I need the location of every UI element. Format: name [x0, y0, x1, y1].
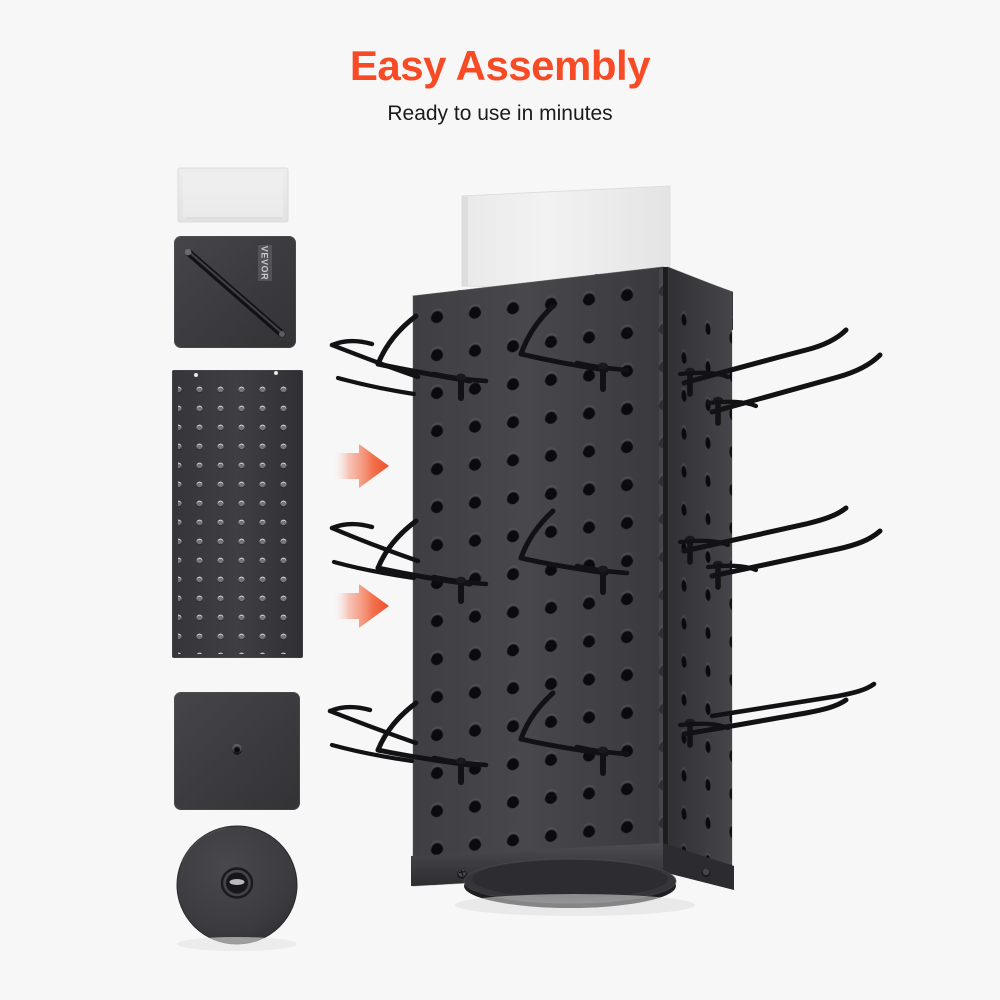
frame-screw — [457, 869, 467, 879]
hook — [518, 508, 630, 595]
assembled-sign-holder — [461, 185, 671, 293]
hook — [329, 521, 421, 581]
hook — [705, 352, 883, 426]
assembled-rotating-base — [463, 858, 677, 908]
assembled-side-panel — [659, 266, 733, 882]
assembly-arrow-1 — [332, 444, 389, 488]
part-bottom-plate — [174, 692, 300, 810]
frame-screw — [592, 274, 602, 284]
page-subtitle: Ready to use in minutes — [387, 102, 613, 126]
hook — [677, 697, 849, 748]
assembled-front-panel — [412, 266, 664, 887]
assembled-bottom-frame — [411, 843, 734, 890]
part-top-plate: VEVOR — [174, 236, 296, 348]
hook — [677, 327, 849, 397]
hook — [709, 681, 877, 719]
frame-screw — [701, 868, 711, 878]
frame-screw — [455, 290, 465, 300]
part-rotating-base — [176, 825, 298, 945]
hook — [518, 303, 630, 392]
hook — [375, 700, 489, 785]
hook — [329, 338, 421, 397]
part-pegboard-panel — [172, 370, 303, 658]
frame-screw — [698, 295, 708, 305]
assembly-arrow-2 — [332, 584, 389, 628]
hook — [327, 704, 419, 764]
assembled-top-frame — [411, 266, 734, 330]
vevor-logo-text: VEVOR — [260, 246, 270, 281]
page-title: Easy Assembly — [349, 42, 651, 89]
part-acrylic-sign-panel — [177, 167, 289, 223]
header-block: Easy Assembly Ready to use in minutes — [0, 42, 1000, 126]
hook — [705, 528, 883, 590]
frame-screw — [595, 861, 605, 871]
hook — [375, 518, 489, 604]
hook — [677, 505, 849, 565]
hook — [375, 313, 489, 401]
hook — [518, 690, 630, 776]
